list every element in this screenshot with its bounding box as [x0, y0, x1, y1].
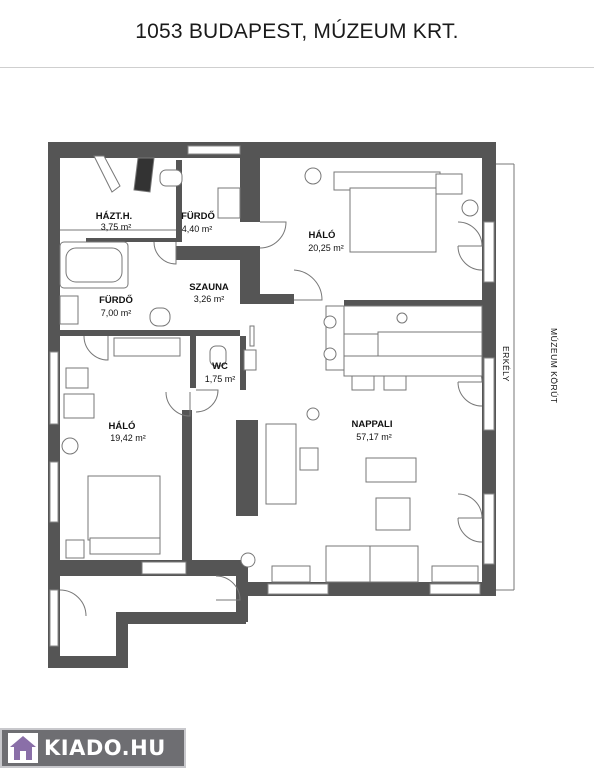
page-header: 1053 BUDAPEST, MÚZEUM KRT.: [0, 0, 594, 68]
room-name-wc: WC: [212, 361, 228, 372]
balcony: [496, 163, 515, 591]
logo-text: KIADO.HU: [44, 736, 166, 760]
house-logo-icon: [8, 733, 38, 763]
interior-walls: [60, 158, 482, 560]
room-area-sauna: 3,26 m²: [194, 294, 225, 304]
bedroom-top-furniture: [304, 167, 479, 253]
page-title: 1053 BUDAPEST, MÚZEUM KRT.: [135, 20, 459, 43]
bathroom-fixtures: [59, 169, 257, 371]
room-name-sauna: SZAUNA: [189, 282, 229, 293]
room-area-living: 57,17 m²: [356, 432, 392, 442]
room-area-laundry: 3,75 m²: [101, 222, 132, 232]
room-name-bath-top: FÜRDŐ: [181, 210, 215, 222]
bedroom-left-furniture: [61, 337, 187, 575]
room-name-living: NAPPALI: [352, 419, 393, 430]
living-room-furniture: [240, 305, 483, 583]
balcony-label: ERKÉLY: [501, 346, 511, 382]
room-area-bath-top: 4,40 m²: [182, 224, 213, 234]
room-name-bath-left: FÜRDŐ: [99, 294, 133, 306]
room-name-bedroom-left: HÁLÓ: [109, 420, 136, 432]
floor-plan: HÁZT.H. 3,75 m² FÜRDŐ 4,40 m² HÁLÓ 20,25…: [48, 142, 559, 668]
room-area-bedroom-left: 19,42 m²: [110, 433, 146, 443]
door-swings: [59, 221, 483, 617]
room-area-bath-left: 7,00 m²: [101, 308, 132, 318]
laundry-corner: [60, 155, 176, 231]
room-area-wc: 1,75 m²: [205, 374, 236, 384]
site-logo[interactable]: KIADO.HU: [0, 728, 186, 768]
street-label: MÚZEUM KÖRÚT: [549, 328, 559, 403]
room-area-bedroom-top: 20,25 m²: [308, 243, 344, 253]
windows: [49, 145, 495, 647]
room-name-laundry: HÁZT.H.: [96, 211, 132, 222]
room-name-bedroom-top: HÁLÓ: [309, 229, 336, 241]
